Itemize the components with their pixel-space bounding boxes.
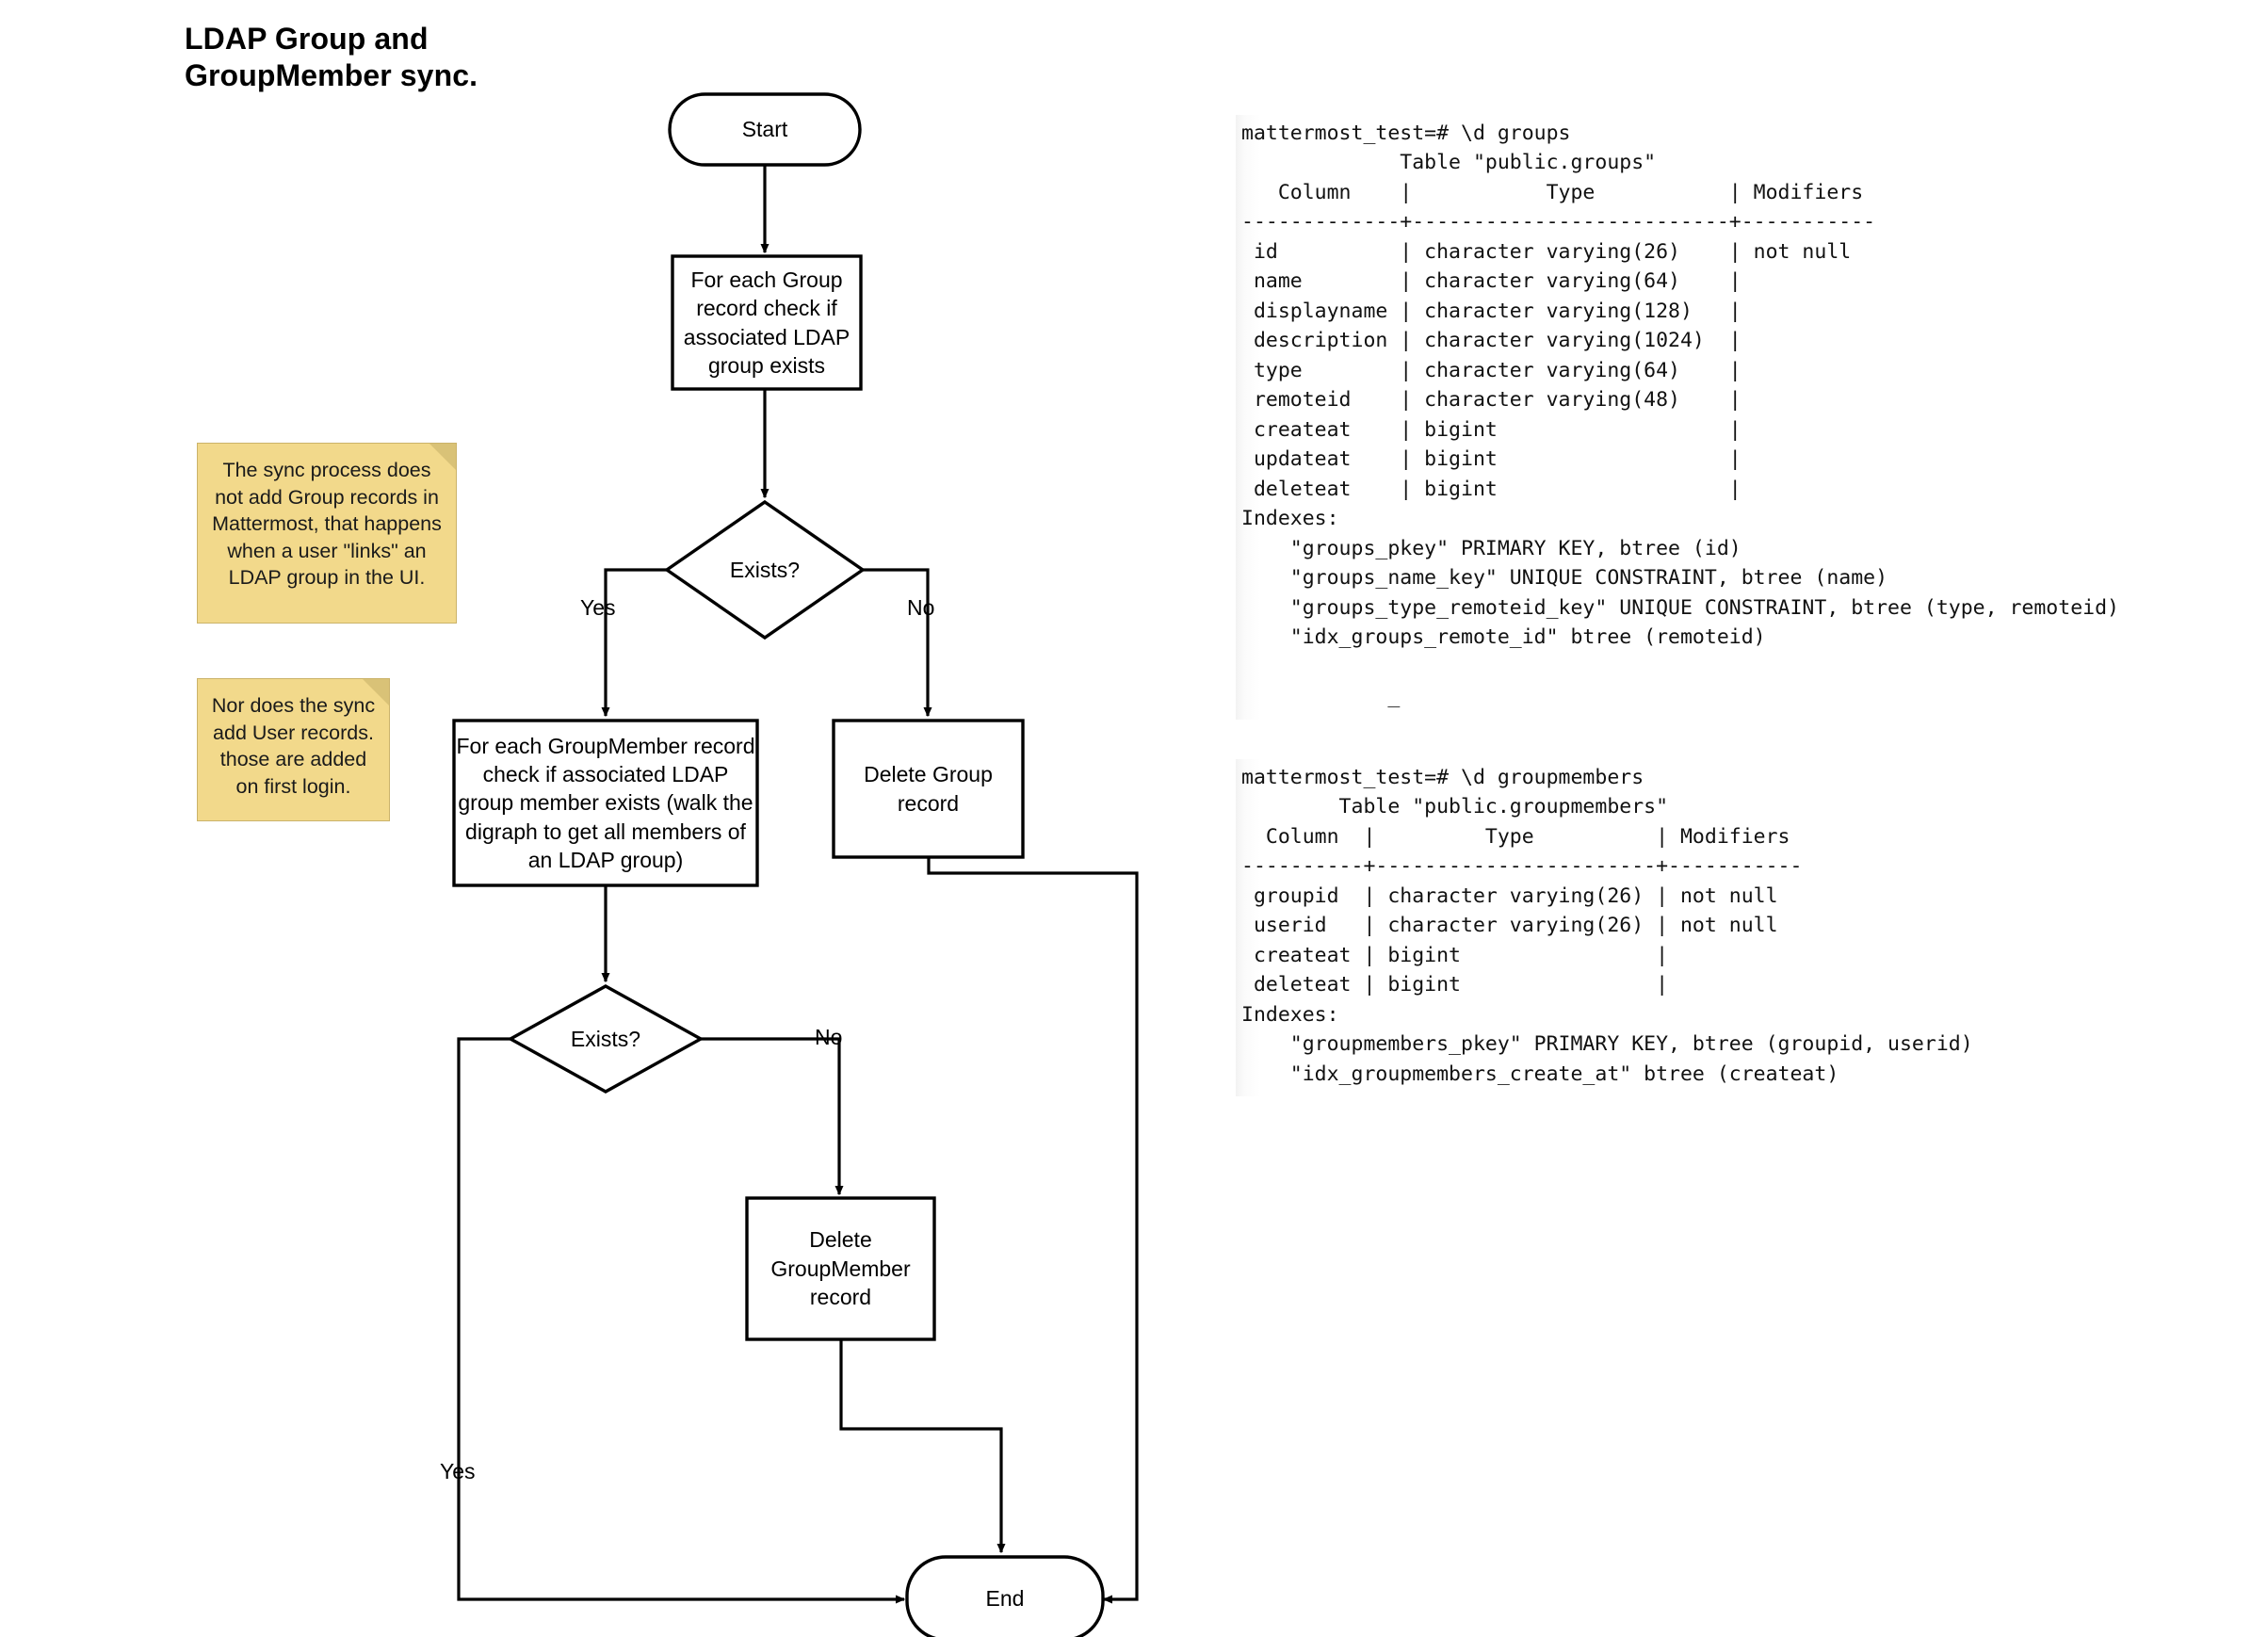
node-checkmember-shape <box>452 719 759 887</box>
edge-label-member-yes: Yes <box>440 1459 476 1483</box>
note-fold-corner-icon <box>429 444 456 470</box>
note-fold-corner-icon <box>363 679 389 705</box>
note-group-records: The sync process does not add Group reco… <box>197 443 457 624</box>
psql-output-groups: mattermost_test=# \d groups Table "publi… <box>1236 115 2217 720</box>
edge-existsmember-yes <box>457 1037 906 1604</box>
edge-existsmember-no <box>701 1037 844 1196</box>
edge-label-group-no: No <box>907 595 935 620</box>
node-deletegroupmember-shape <box>745 1196 936 1341</box>
node-deletegroup-shape <box>832 719 1025 859</box>
node-existsmember-shape <box>507 984 705 1094</box>
node-start-shape <box>668 92 862 167</box>
edge-deletegroup-to-end <box>927 857 1139 1604</box>
note-user-records-text: Nor does the sync add User records. thos… <box>211 694 376 798</box>
page-title: LDAP Group and GroupMember sync. <box>185 22 478 93</box>
psql-output-groupmembers: mattermost_test=# \d groupmembers Table … <box>1236 759 2217 1097</box>
node-end-shape <box>905 1555 1105 1637</box>
edge-label-member-no: No <box>815 1025 843 1049</box>
edge-label-group-yes: Yes <box>580 595 616 620</box>
note-user-records: Nor does the sync add User records. thos… <box>197 678 390 821</box>
node-checkgroup-shape <box>671 254 863 391</box>
node-existsgroup-shape <box>664 499 866 640</box>
note-group-records-text: The sync process does not add Group reco… <box>212 459 442 590</box>
edge-existsgroup-yes <box>601 568 667 718</box>
edge-deletegroupmember-to-end <box>839 1339 1006 1554</box>
edge-existsgroup-no <box>863 568 932 718</box>
